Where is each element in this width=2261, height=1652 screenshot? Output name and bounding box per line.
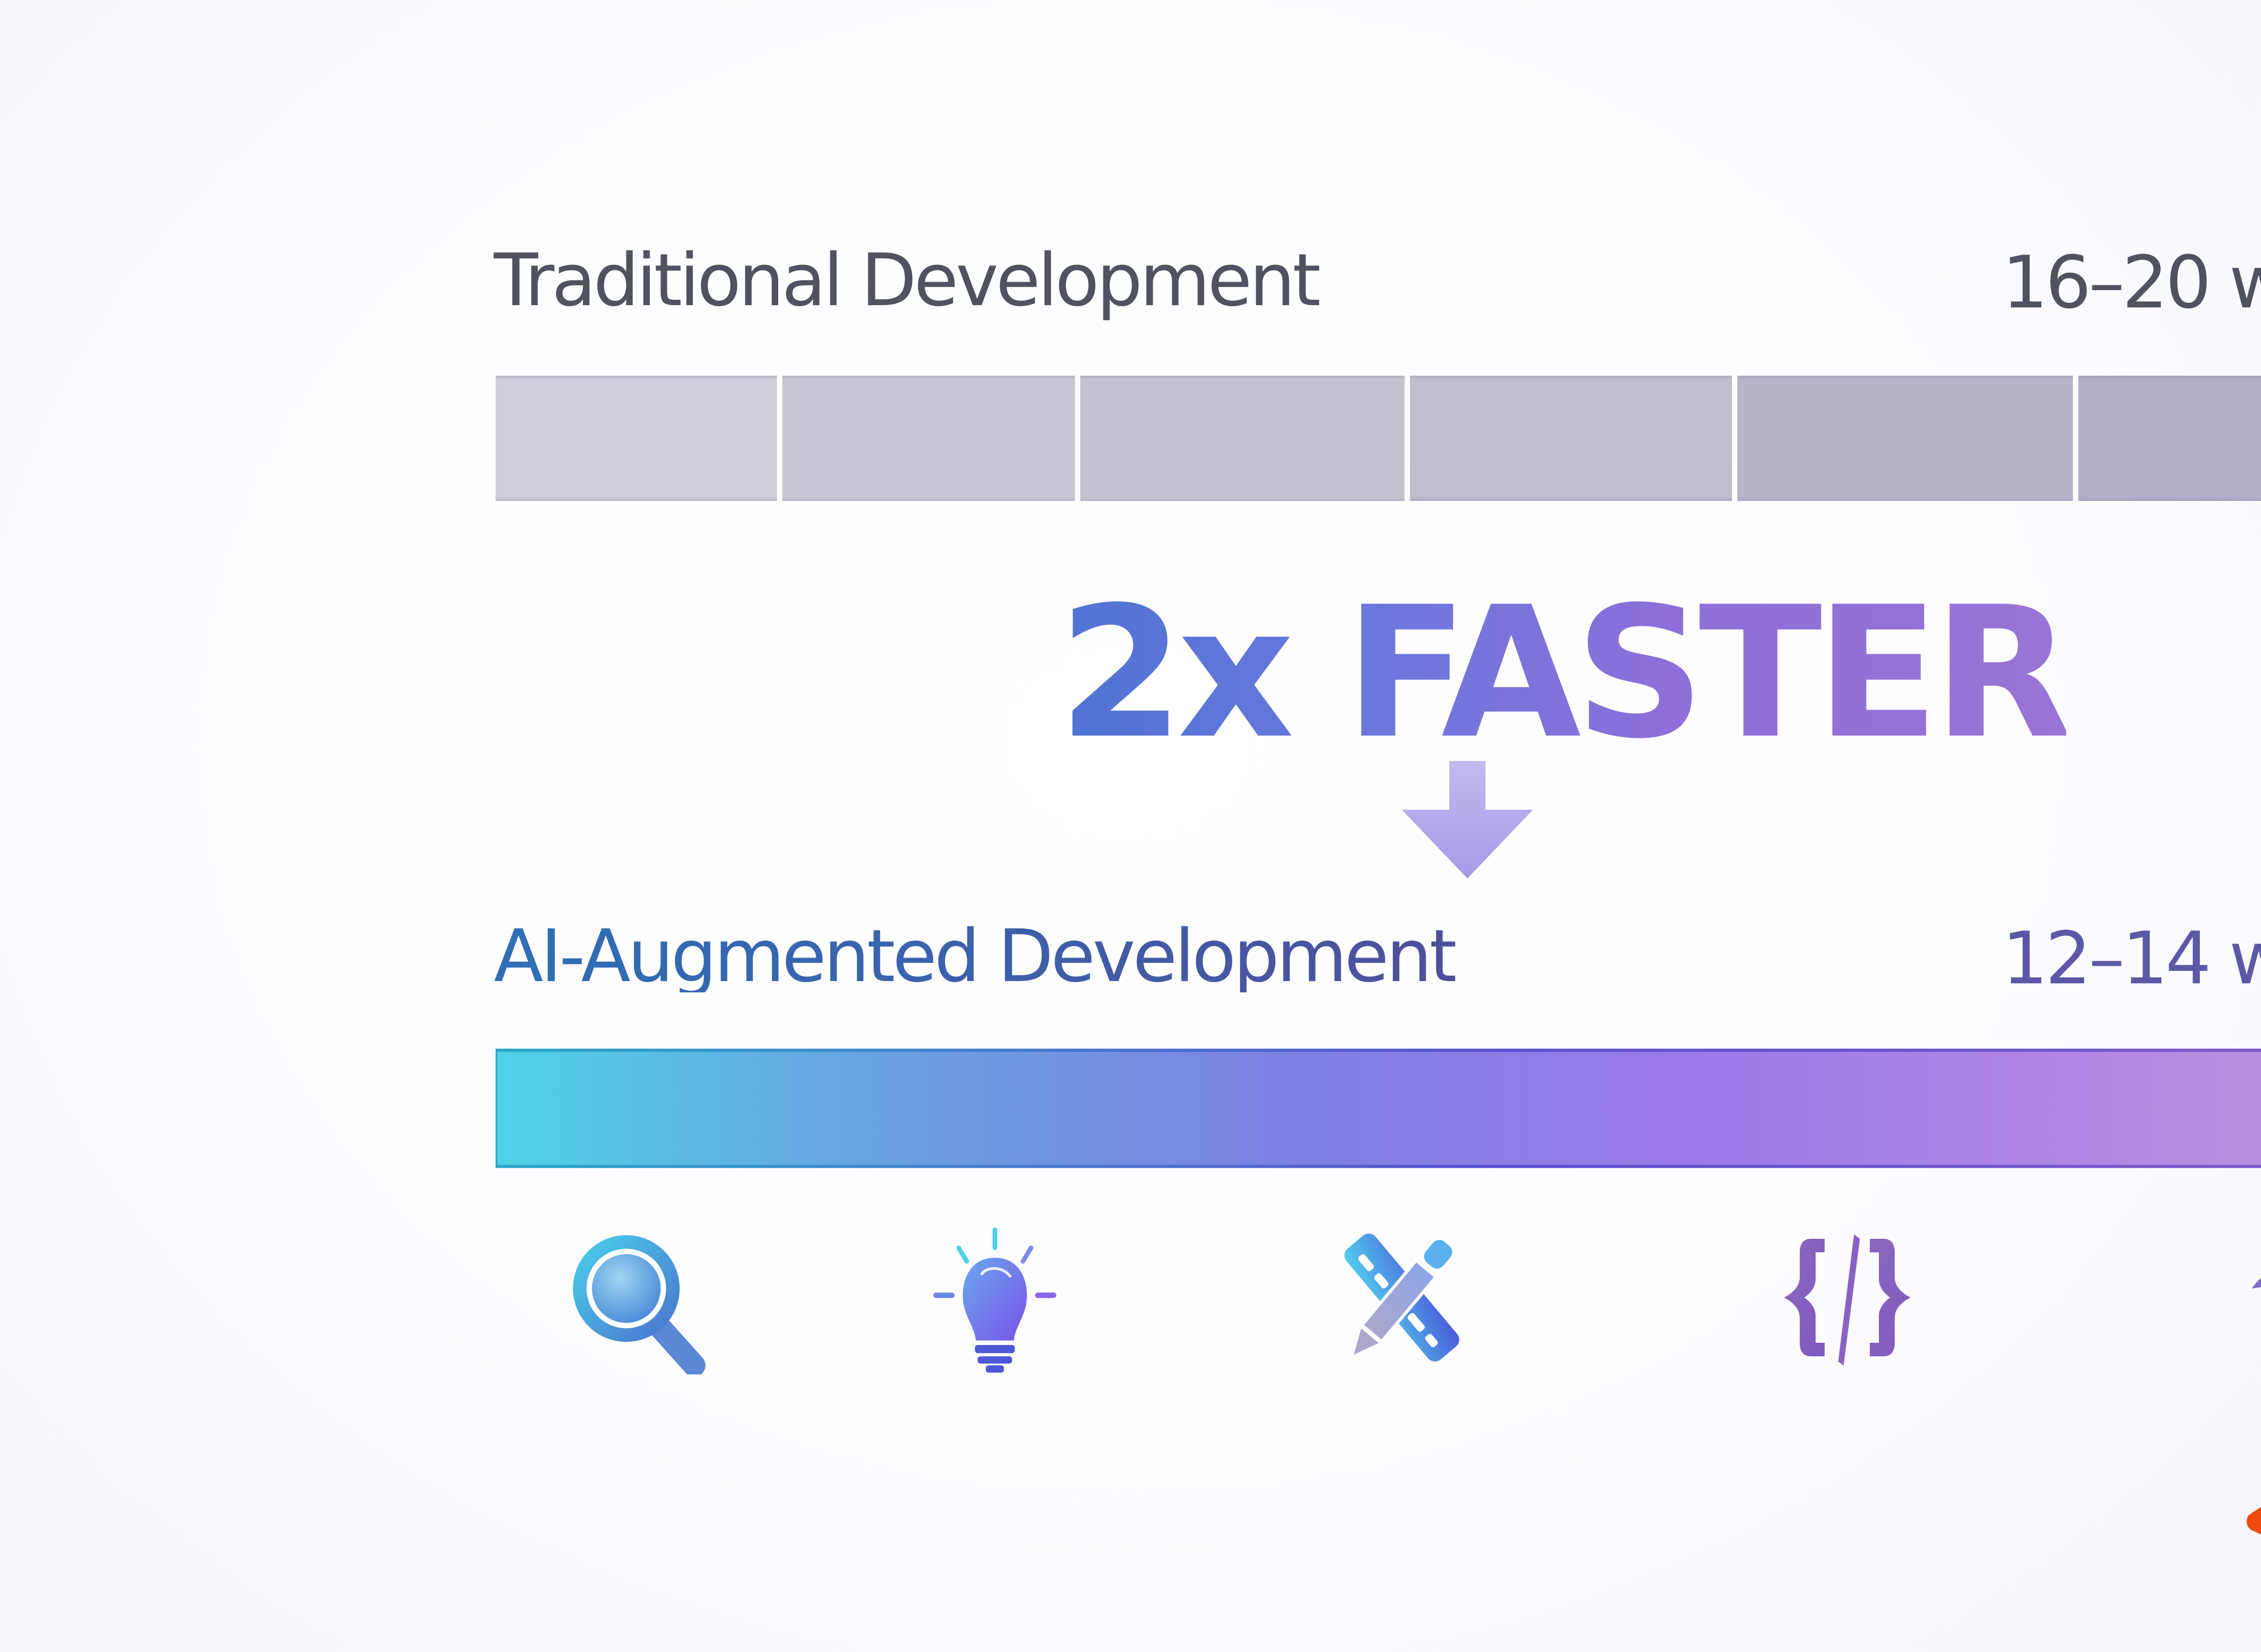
traditional-timeline-bar (496, 376, 2261, 501)
search-icon (573, 1235, 705, 1374)
traditional-duration: 16–20 weeks (2002, 240, 2261, 325)
down-arrow-icon (1402, 761, 1533, 878)
timeline-segment (1737, 376, 2073, 501)
timeline-segment (496, 376, 777, 501)
ai-title: AI-Augmented Development (494, 914, 1458, 998)
lightbulb-icon (933, 1227, 1056, 1373)
timeline-segment (782, 376, 1075, 501)
ai-timeline-arrow-bar (496, 1048, 2261, 1168)
timeline-segment (1410, 376, 1732, 501)
rocket-icon (2252, 1278, 2261, 1289)
raftlabs-mark-icon (2247, 1506, 2261, 1534)
code-icon (1784, 1234, 1911, 1365)
raftlabs-logo: raftlabs (2243, 1483, 2261, 1591)
ai-duration: 12–14 weeks (2002, 916, 2261, 1001)
speedup-label: 2x FASTER (1058, 568, 2072, 779)
traditional-title: Traditional Development (494, 238, 1321, 322)
timeline-segment (2078, 376, 2261, 501)
timeline-segment (1080, 376, 1405, 501)
design-tools-icon (1344, 1233, 1459, 1362)
